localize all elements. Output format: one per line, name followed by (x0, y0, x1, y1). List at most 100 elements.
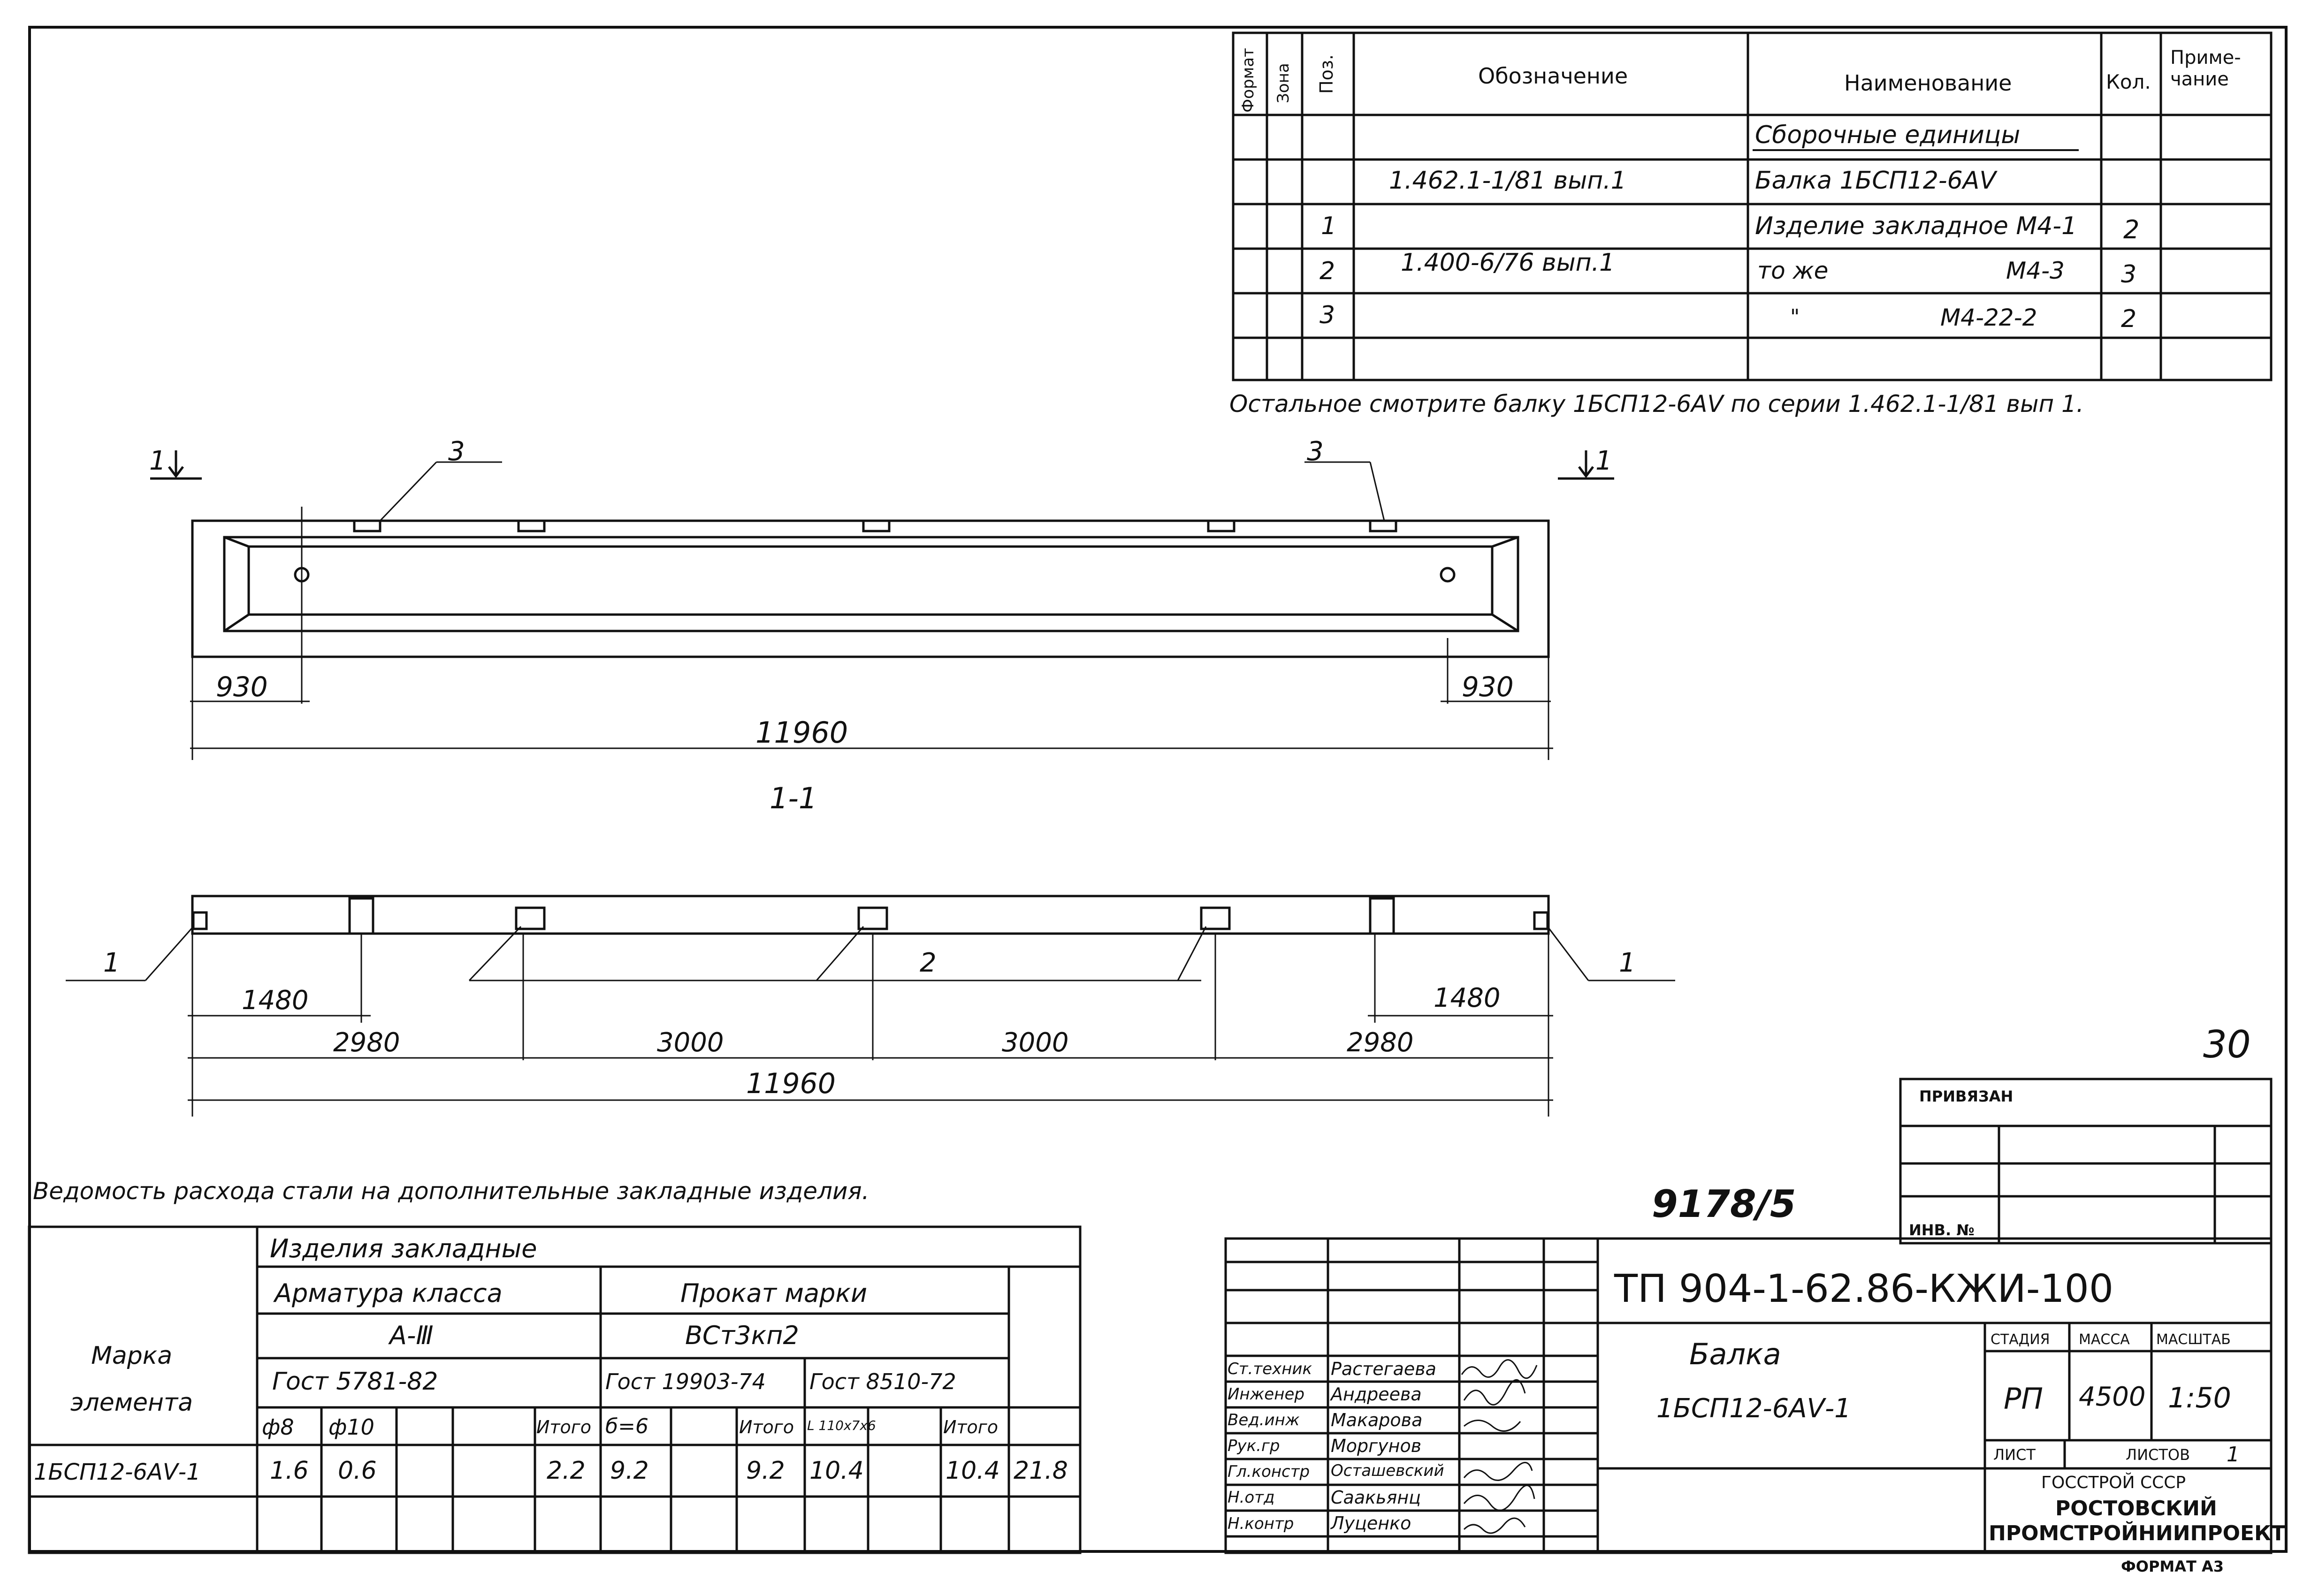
spec-footnote: Остальное смотрите балку 1БСП12-6АⅤ по с… (1229, 390, 2084, 418)
steel-gost-arm: Гост 5781-82 (272, 1368, 438, 1396)
stamp-person-3-name: Моргунов (1331, 1436, 1422, 1456)
steel-row-total: 21.8 (1014, 1457, 1068, 1485)
stamp-org1: ГОССТРОЙ СССР (2041, 1473, 2186, 1492)
stamp-title: Балка (1689, 1337, 1781, 1371)
spec-row-3-name: то же (1757, 257, 1829, 284)
spec-header-note: Приме- чание (2170, 47, 2241, 90)
section-title: 1-1 (770, 781, 817, 815)
spec-table-grid (1232, 31, 2273, 381)
dim-bottom-3000-b: 3000 (1002, 1027, 1069, 1058)
dim-bottom-2980-right: 2980 (1347, 1027, 1414, 1058)
steel-sub-d8: ф8 (262, 1414, 294, 1440)
stamp-person-1-name: Андреева (1331, 1384, 1422, 1405)
section-mark-left: 1 (149, 446, 166, 476)
stamp-scale-header: МАСШТАБ (2156, 1331, 2231, 1348)
title-block-grid (1224, 1078, 2273, 1554)
callout-1-left: 1 (103, 948, 120, 978)
stamp-person-0-role: Ст.техник (1228, 1360, 1312, 1378)
steel-sub-b6: б=6 (605, 1414, 648, 1438)
spec-row-3-qty: 3 (2121, 260, 2137, 289)
steel-sub-itogo1: Итого (536, 1417, 592, 1437)
steel-row-b6: 9.2 (610, 1457, 649, 1485)
dim-bottom-2980-left: 2980 (333, 1027, 400, 1058)
steel-sub-l: L 110х7х6 (807, 1418, 876, 1433)
stamp-number: 9178/5 (1652, 1182, 1796, 1226)
callout-3-left: 3 (448, 436, 465, 467)
beam-section (66, 895, 1675, 1117)
stamp-lists-header: ЛИСТОВ (2126, 1446, 2190, 1464)
stamp-scale: 1:50 (2168, 1382, 2231, 1414)
stamp-person-4-name: Осташевский (1331, 1461, 1444, 1480)
steel-gost2: Гост 8510-72 (809, 1369, 956, 1394)
spec-row-1-designation: 1.462.1-1/81 вып.1 (1389, 167, 1626, 195)
steel-row-d8: 1.6 (270, 1457, 309, 1485)
beam-elevation (150, 450, 1614, 760)
steel-header-group: Изделия закладные (270, 1234, 537, 1263)
spec-header-zone: Зона (1274, 63, 1293, 103)
callout-1-right: 1 (1619, 948, 1636, 978)
spec-row-4-qty: 2 (2121, 305, 2137, 333)
steel-row-mark: 1БСП12-6АⅤ-1 (34, 1459, 201, 1485)
spec-header-format: Формат (1239, 48, 1258, 113)
callout-3-right: 3 (1307, 436, 1324, 467)
spec-header-pos: Поз. (1316, 54, 1337, 94)
steel-title: Ведомость расхода стали на дополнительны… (33, 1178, 869, 1205)
steel-sub-d10: ф10 (328, 1414, 374, 1440)
steel-armature: Арматура класса (275, 1278, 503, 1308)
stamp-mass-header: МАССА (2079, 1331, 2130, 1348)
steel-sub-itogo3: Итого (943, 1417, 999, 1437)
steel-row-itogo1: 2.2 (547, 1457, 586, 1485)
steel-row-itogo3: 10.4 (946, 1457, 1000, 1485)
dim-bottom-total: 11960 (746, 1067, 836, 1100)
steel-row-d10: 0.6 (338, 1457, 377, 1485)
dim-bottom-1480-left: 1480 (242, 985, 309, 1016)
steel-row-l: 10.4 (809, 1457, 864, 1485)
section-mark-right: 1 (1595, 446, 1612, 476)
stamp-person-0-name: Растегаева (1331, 1359, 1436, 1379)
spec-row-4-pos: 3 (1319, 301, 1335, 329)
spec-header-name: Наименование (1844, 70, 2012, 96)
steel-col-mark: Марка элемента (70, 1342, 193, 1417)
dim-top-right: 930 (1462, 671, 1514, 703)
stamp-stage-header: СТАДИЯ (1991, 1331, 2050, 1348)
stamp-org3: ПРОМСТРОЙНИИПРОЕКТ (1989, 1521, 2286, 1545)
stamp-person-5-name: Саакьянц (1331, 1487, 1421, 1508)
steel-sub-itogo2: Итого (739, 1417, 794, 1437)
spec-header-designation: Обозначение (1478, 63, 1628, 89)
spec-row-2-name: Изделие закладное М4-1 (1755, 212, 2077, 240)
spec-row-3-mark: М4-3 (2006, 257, 2065, 284)
stamp-inv: ИНВ. № (1909, 1221, 1975, 1239)
stamp-person-3-role: Рук.гр (1228, 1436, 1280, 1455)
dim-top-left: 930 (216, 671, 268, 703)
steel-table-grid (28, 1225, 1082, 1554)
stamp-format: ФОРМАТ А3 (2121, 1558, 2224, 1575)
spec-row-2-pos: 1 (1321, 212, 1337, 240)
steel-row-itogo2: 9.2 (746, 1457, 785, 1485)
steel-prokat-mark: ВСт3кп2 (685, 1321, 799, 1350)
spec-row-2-designation: 1.400-6/76 вып.1 (1401, 249, 1615, 277)
stamp-person-1-role: Инженер (1228, 1385, 1304, 1404)
spec-row-2-qty: 2 (2123, 215, 2140, 244)
steel-gost1: Гост 19903-74 (605, 1369, 766, 1394)
spec-header-qty: Кол. (2106, 70, 2151, 93)
spec-row-1-name: Балка 1БСП12-6АⅤ (1755, 167, 1996, 195)
stamp-list-header: ЛИСТ (1993, 1446, 2036, 1464)
stamp-person-6-role: Н.контр (1228, 1514, 1294, 1533)
spec-row-0-name: Сборочные единицы (1755, 121, 2021, 149)
steel-prokat: Прокат марки (680, 1278, 868, 1308)
stamp-stage: РП (2004, 1382, 2044, 1416)
steel-armature-class: А-Ⅲ (389, 1321, 434, 1350)
stamp-lists-value: 1 (2227, 1443, 2240, 1467)
stamp-subtitle: 1БСП12-6АⅤ-1 (1656, 1393, 1851, 1424)
dim-top-total: 11960 (755, 715, 848, 750)
callout-2-center: 2 (920, 948, 937, 978)
spec-row-4-name: " (1790, 305, 1800, 329)
stamp-person-2-role: Вед.инж (1228, 1411, 1300, 1429)
stamp-person-2-name: Макарова (1331, 1410, 1423, 1430)
stamp-privyazan: ПРИВЯЗАН (1919, 1087, 2014, 1105)
stamp-org2: РОСТОВСКИЙ (2055, 1497, 2217, 1520)
spec-row-4-mark: М4-22-2 (1940, 304, 2037, 331)
stamp-person-6-name: Луценко (1331, 1513, 1411, 1534)
stamp-person-4-role: Гл.констр (1228, 1462, 1310, 1481)
